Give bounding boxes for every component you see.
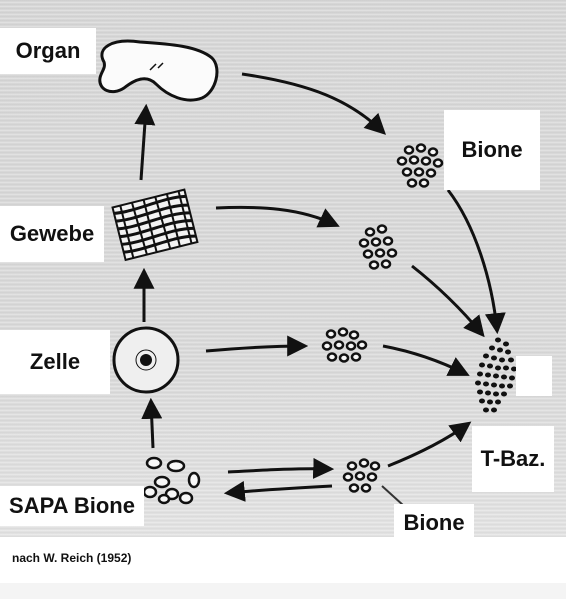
- label-bione-top-text: Bione: [461, 137, 523, 162]
- label-zelle-text: Zelle: [29, 349, 81, 374]
- arrow-bione-mid-to-tbaz: [382, 344, 470, 376]
- arrow-organ-to-bione: [241, 72, 387, 135]
- sapa-bione-cluster: [142, 456, 201, 505]
- bione-cluster-upper-middle: [358, 224, 398, 270]
- arrow-zelle-to-bione: [205, 335, 309, 357]
- label-bione-bottom: Bione: [394, 504, 474, 542]
- bione-pointer-line: [381, 485, 405, 507]
- label-bione-top: Bione: [444, 110, 540, 190]
- cell-shape: [112, 326, 180, 394]
- arrow-gewebe-to-organ: [134, 103, 156, 181]
- arrow-bione-uppermid-to-tbaz: [411, 264, 485, 338]
- label-bione-bottom-text: Bione: [403, 510, 465, 535]
- label-sapa-bione: SAPA Bione: [0, 486, 144, 526]
- bottom-strip: [0, 583, 566, 599]
- label-gewebe: Gewebe: [0, 206, 104, 262]
- t-baz-cluster: [475, 337, 517, 413]
- label-organ-text: Organ: [15, 38, 81, 63]
- arrow-bione-top-to-tbaz: [446, 189, 506, 335]
- label-tbaz-box: [516, 356, 552, 396]
- arrow-bione-to-sapa: [223, 480, 333, 502]
- bione-cluster-bottom: [342, 458, 381, 493]
- arrow-sapa-to-zelle: [141, 397, 163, 449]
- label-t-baz: T-Baz.: [472, 426, 554, 492]
- arrow-sapa-to-bione: [227, 457, 335, 479]
- caption-area: nach W. Reich (1952): [0, 537, 566, 583]
- bione-cluster-top: [396, 143, 444, 188]
- arrow-gewebe-to-bione: [215, 205, 340, 228]
- label-zelle: Zelle: [0, 330, 110, 394]
- label-organ: Organ: [0, 28, 96, 74]
- caption-text: nach W. Reich (1952): [12, 551, 132, 565]
- arrow-bione-bottom-to-tbaz: [387, 421, 472, 468]
- tissue-shape: [111, 188, 199, 262]
- label-gewebe-text: Gewebe: [9, 221, 95, 246]
- label-t-baz-text: T-Baz.: [480, 446, 546, 471]
- label-sapa-bione-text: SAPA Bione: [9, 493, 135, 518]
- organ-shape: [98, 39, 219, 102]
- bione-cluster-middle: [321, 327, 368, 363]
